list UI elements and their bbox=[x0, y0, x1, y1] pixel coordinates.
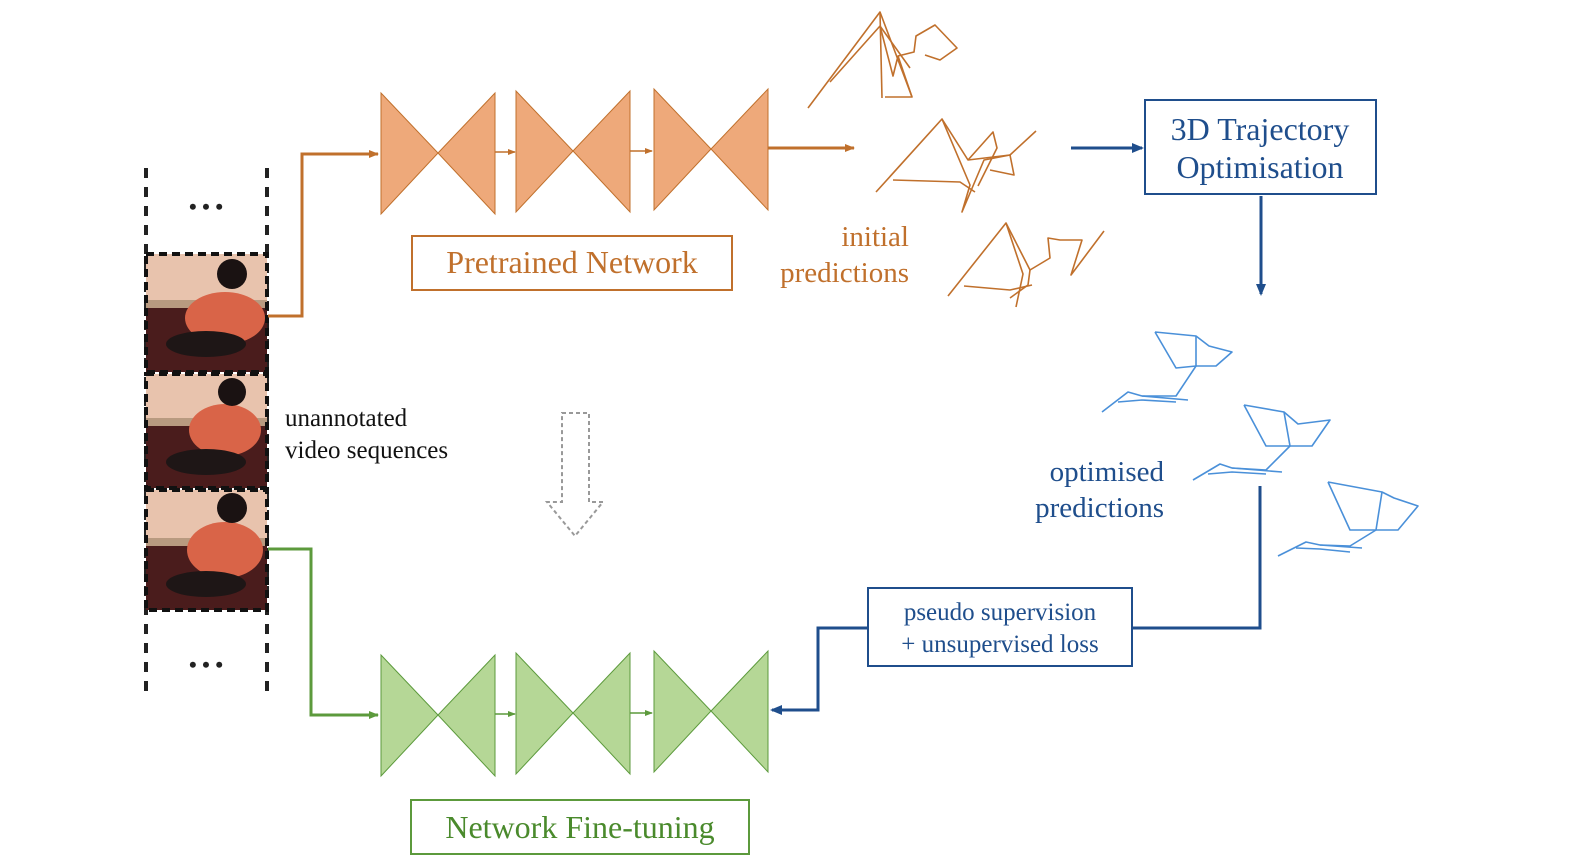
pose-skeleton-icon bbox=[807, 11, 958, 109]
feedback-line bbox=[1132, 486, 1262, 630]
input-arrow-finetune bbox=[268, 547, 379, 719]
svg-text:pseudo supervision: pseudo supervision bbox=[904, 599, 1097, 626]
hourglass-icon bbox=[515, 89, 574, 214]
trajectory-optimisation-box: 3D Trajectory Optimisation bbox=[1144, 99, 1377, 195]
svg-text:Optimisation: Optimisation bbox=[1176, 149, 1343, 185]
pose-skeleton-icon bbox=[1101, 331, 1233, 413]
pretrained-hourglass-network bbox=[380, 87, 769, 216]
loss-to-finetune-arrow bbox=[770, 626, 868, 715]
hourglass-icon bbox=[710, 87, 769, 212]
hourglass-icon bbox=[572, 89, 631, 214]
film-dots-bottom: • • • bbox=[189, 652, 223, 677]
pose-skeleton-icon bbox=[947, 222, 1105, 308]
pose-skeleton-icon bbox=[1277, 481, 1419, 557]
update-down-arrow-icon bbox=[544, 412, 606, 538]
optimised-label-line1: optimised bbox=[1050, 456, 1165, 488]
hourglass-icon bbox=[437, 653, 496, 778]
film-dots-top: • • • bbox=[189, 194, 223, 219]
input-arrow-pretrained bbox=[268, 150, 379, 318]
hourglass-icon bbox=[380, 653, 439, 778]
finetune-hourglass-network bbox=[380, 649, 769, 778]
optimised-label-line2: predictions bbox=[1035, 492, 1164, 524]
video-frame bbox=[144, 372, 269, 490]
hourglass-icon bbox=[515, 651, 574, 776]
svg-text:3D Trajectory: 3D Trajectory bbox=[1171, 111, 1350, 147]
hourglass-icon bbox=[437, 91, 496, 216]
finetune-label-box: Network Fine-tuning bbox=[410, 799, 750, 855]
initial-predictions bbox=[807, 11, 1105, 308]
optimised-predictions bbox=[1101, 331, 1419, 557]
hourglass-icon bbox=[710, 649, 769, 774]
loss-box: pseudo supervision + unsupervised loss bbox=[867, 587, 1133, 667]
hourglass-icon bbox=[653, 649, 712, 774]
pose-skeleton-icon bbox=[1192, 404, 1331, 481]
hourglass-icon bbox=[653, 87, 712, 212]
input-label-line1: unannotated bbox=[285, 405, 408, 432]
pretrained-label-box: Pretrained Network bbox=[411, 235, 733, 291]
video-frame bbox=[144, 488, 269, 612]
hourglass-icon bbox=[572, 651, 631, 776]
svg-text:Network Fine-tuning: Network Fine-tuning bbox=[445, 809, 714, 845]
svg-text:+ unsupervised loss: + unsupervised loss bbox=[901, 631, 1098, 658]
hourglass-icon bbox=[380, 91, 439, 216]
initial-label-line2: predictions bbox=[780, 257, 909, 289]
pose-skeleton-icon bbox=[875, 118, 1037, 213]
initial-label-line1: initial bbox=[841, 221, 909, 253]
input-label-line2: video sequences bbox=[285, 437, 448, 464]
film-strip: • • • • • • bbox=[144, 168, 269, 700]
svg-text:Pretrained Network: Pretrained Network bbox=[446, 244, 697, 280]
video-frame bbox=[144, 252, 269, 374]
